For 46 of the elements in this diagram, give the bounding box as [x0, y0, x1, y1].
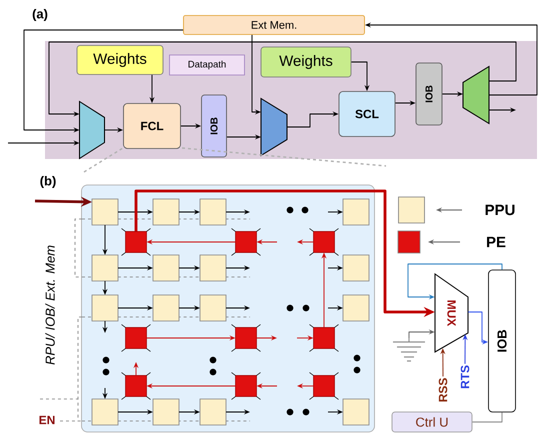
element-square: [313, 231, 335, 253]
element-square: [235, 327, 257, 349]
element-square: [235, 375, 257, 397]
control-box: Ctrl U: [392, 412, 472, 432]
layer-box: FCL: [123, 103, 181, 149]
unit-square: [152, 398, 180, 426]
unit-square: [342, 254, 370, 282]
unit-square: [200, 254, 226, 282]
unit-square: [152, 294, 180, 322]
unit-square: [200, 294, 226, 322]
panel-label: (a): [32, 8, 48, 22]
unit-square: [92, 398, 118, 426]
element-square: [125, 375, 147, 397]
unit-square: [92, 198, 118, 226]
weights-box: Weights: [260, 46, 352, 78]
signal-label: RSS: [438, 378, 448, 402]
label-box: Datapath: [169, 54, 245, 76]
ground-symbol: [392, 338, 426, 362]
signal-label: EN: [40, 416, 54, 424]
element-square: [235, 231, 257, 253]
unit-square: [152, 254, 180, 282]
buffer-box: IOB: [201, 94, 227, 158]
weights-box: Weights: [76, 45, 164, 75]
element-square: [125, 231, 147, 253]
unit-square: [92, 294, 118, 322]
multiplexer: [462, 66, 490, 124]
unit-square: [342, 294, 370, 322]
element-square: [125, 327, 147, 349]
unit-square: [152, 198, 180, 226]
side-label: RPU/ IOB/ Ext. Mem: [45, 246, 55, 365]
unit-square: [342, 398, 370, 426]
unit-square: [200, 198, 226, 226]
buffer-box: IOB: [416, 62, 442, 126]
unit-square: [342, 198, 370, 226]
unit-square: [200, 398, 226, 426]
legend-label: PPU: [486, 204, 514, 216]
memory-box: Ext Mem.: [183, 15, 365, 35]
layer-box: SCL: [338, 91, 396, 137]
element-square: [313, 327, 335, 349]
panel-label: (b): [40, 176, 56, 188]
signal-label: RTS: [460, 366, 470, 388]
unit-square: [92, 254, 118, 282]
connector-line: [472, 412, 502, 422]
element-square: [313, 375, 335, 397]
legend-label: PE: [487, 236, 506, 248]
buffer-box: IOB: [488, 270, 516, 412]
